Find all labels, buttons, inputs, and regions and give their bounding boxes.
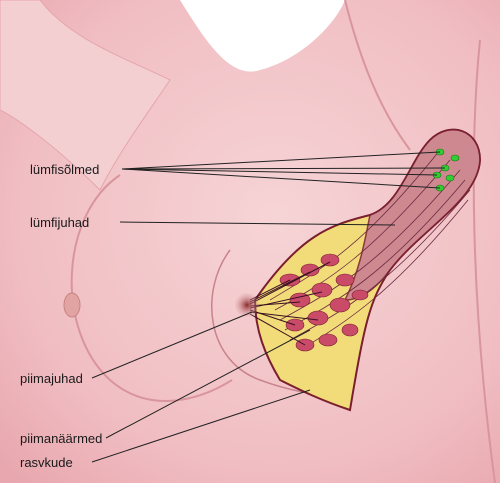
label-fat-tissue: rasvkude [20,456,73,469]
label-lymph-nodes: lümfisõlmed [30,163,99,176]
label-milk-glands: piimanäärmed [20,432,102,445]
label-lymph-vessels: lümfijuhad [30,216,89,229]
label-milk-ducts: piimajuhad [20,372,83,385]
nipple-cutaway [235,293,259,317]
nipple-side [64,293,80,317]
